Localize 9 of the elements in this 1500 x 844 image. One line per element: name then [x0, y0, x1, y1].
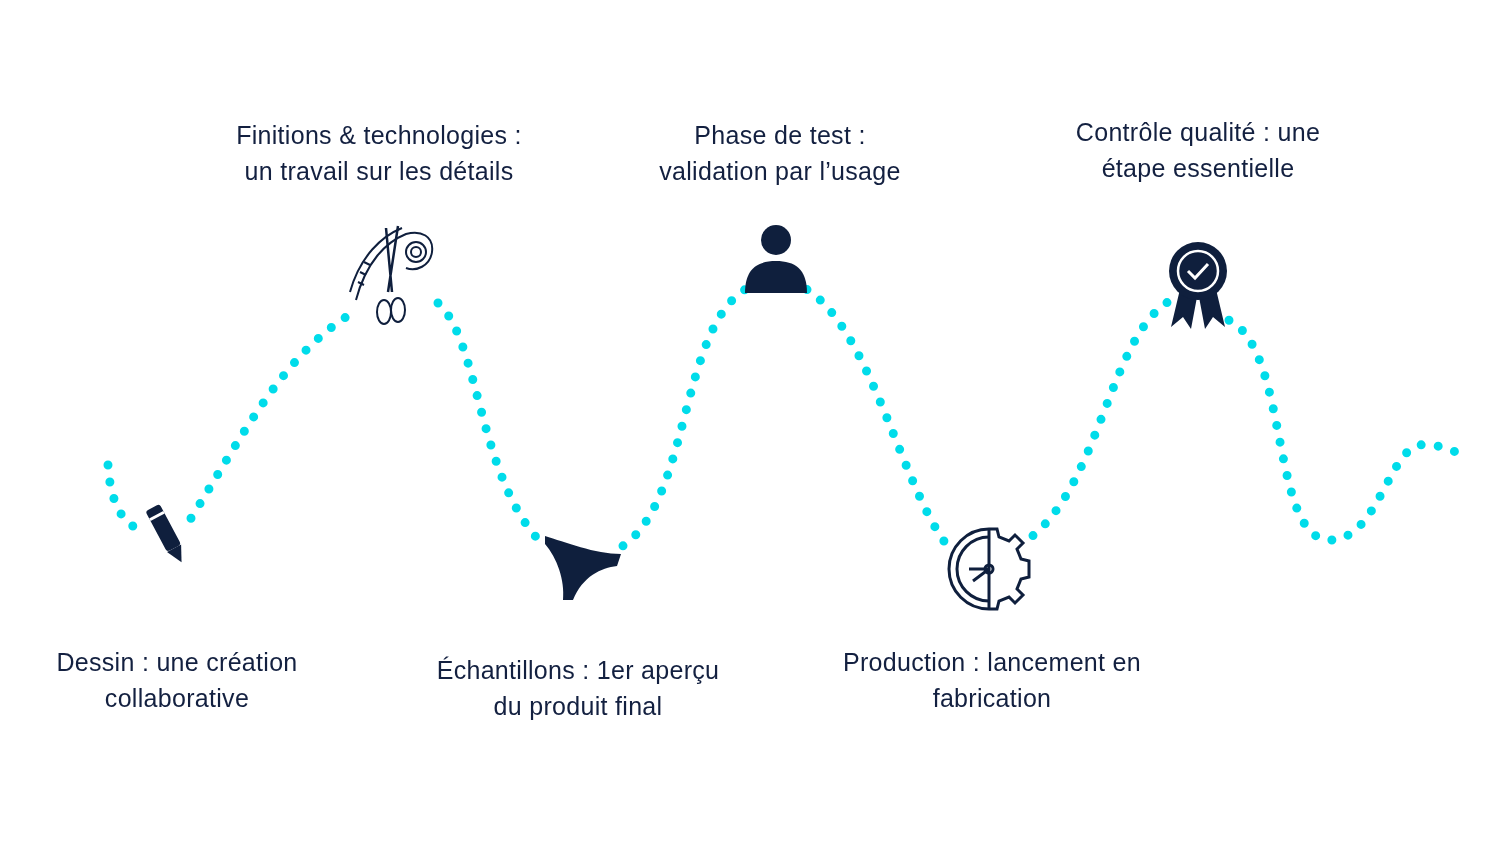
step-caption: Contrôle qualité : une étape essentielle: [1074, 117, 1322, 184]
dotted-wave-line: [1028, 298, 1172, 541]
step-caption: Finitions & technologies : un travail sur les détails: [235, 120, 523, 187]
step-caption: Phase de test : validation par l’usage: [658, 120, 902, 187]
step-caption: Production : lancement en fabrication: [842, 647, 1142, 714]
dotted-wave-line: [802, 285, 950, 548]
step-caption: Échantillons : 1er aperçu du produit final: [435, 655, 721, 722]
step-caption: Dessin : une création collaborative: [55, 647, 299, 714]
dotted-wave-line: [186, 312, 351, 523]
